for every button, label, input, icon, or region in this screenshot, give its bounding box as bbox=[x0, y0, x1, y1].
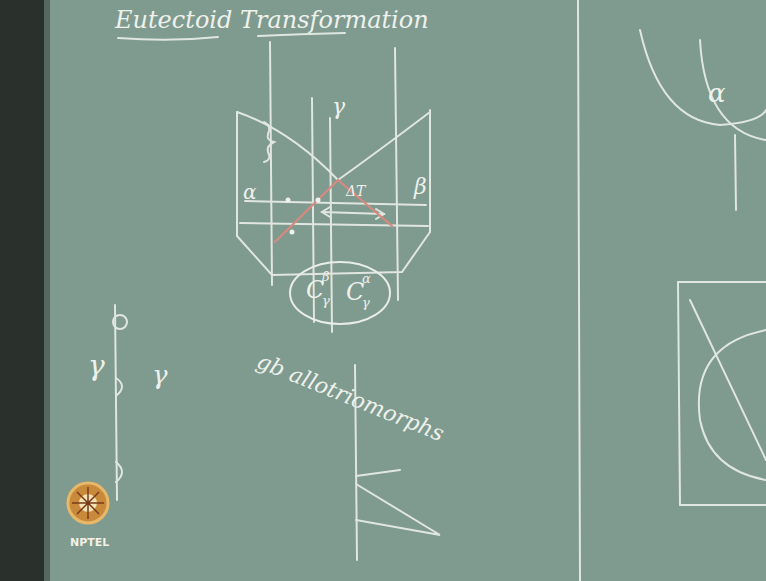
phase-label: α bbox=[708, 80, 726, 106]
phase-label: γ bbox=[152, 362, 168, 388]
composition-symbol: C bbox=[346, 280, 364, 304]
composition-symbol: β bbox=[322, 270, 330, 283]
phase-label: α bbox=[243, 182, 257, 202]
logo-text: NPTEL bbox=[70, 537, 109, 548]
composition-ellipse: CβγCαγ bbox=[292, 264, 388, 322]
composition-symbol: α bbox=[362, 272, 371, 285]
ellipse-outline bbox=[288, 260, 392, 326]
phase-label: γ bbox=[88, 352, 105, 380]
undercooling-label: ΔT bbox=[346, 184, 365, 198]
composition-symbol: C bbox=[306, 278, 324, 302]
phase-label: γ bbox=[332, 96, 345, 118]
composition-symbol: γ bbox=[322, 294, 330, 307]
note: gb allotriomorphs bbox=[254, 350, 447, 445]
composition-symbol: γ bbox=[362, 296, 370, 309]
title: Eutectoid Transformation bbox=[115, 8, 429, 32]
phase-label: β bbox=[414, 176, 427, 198]
